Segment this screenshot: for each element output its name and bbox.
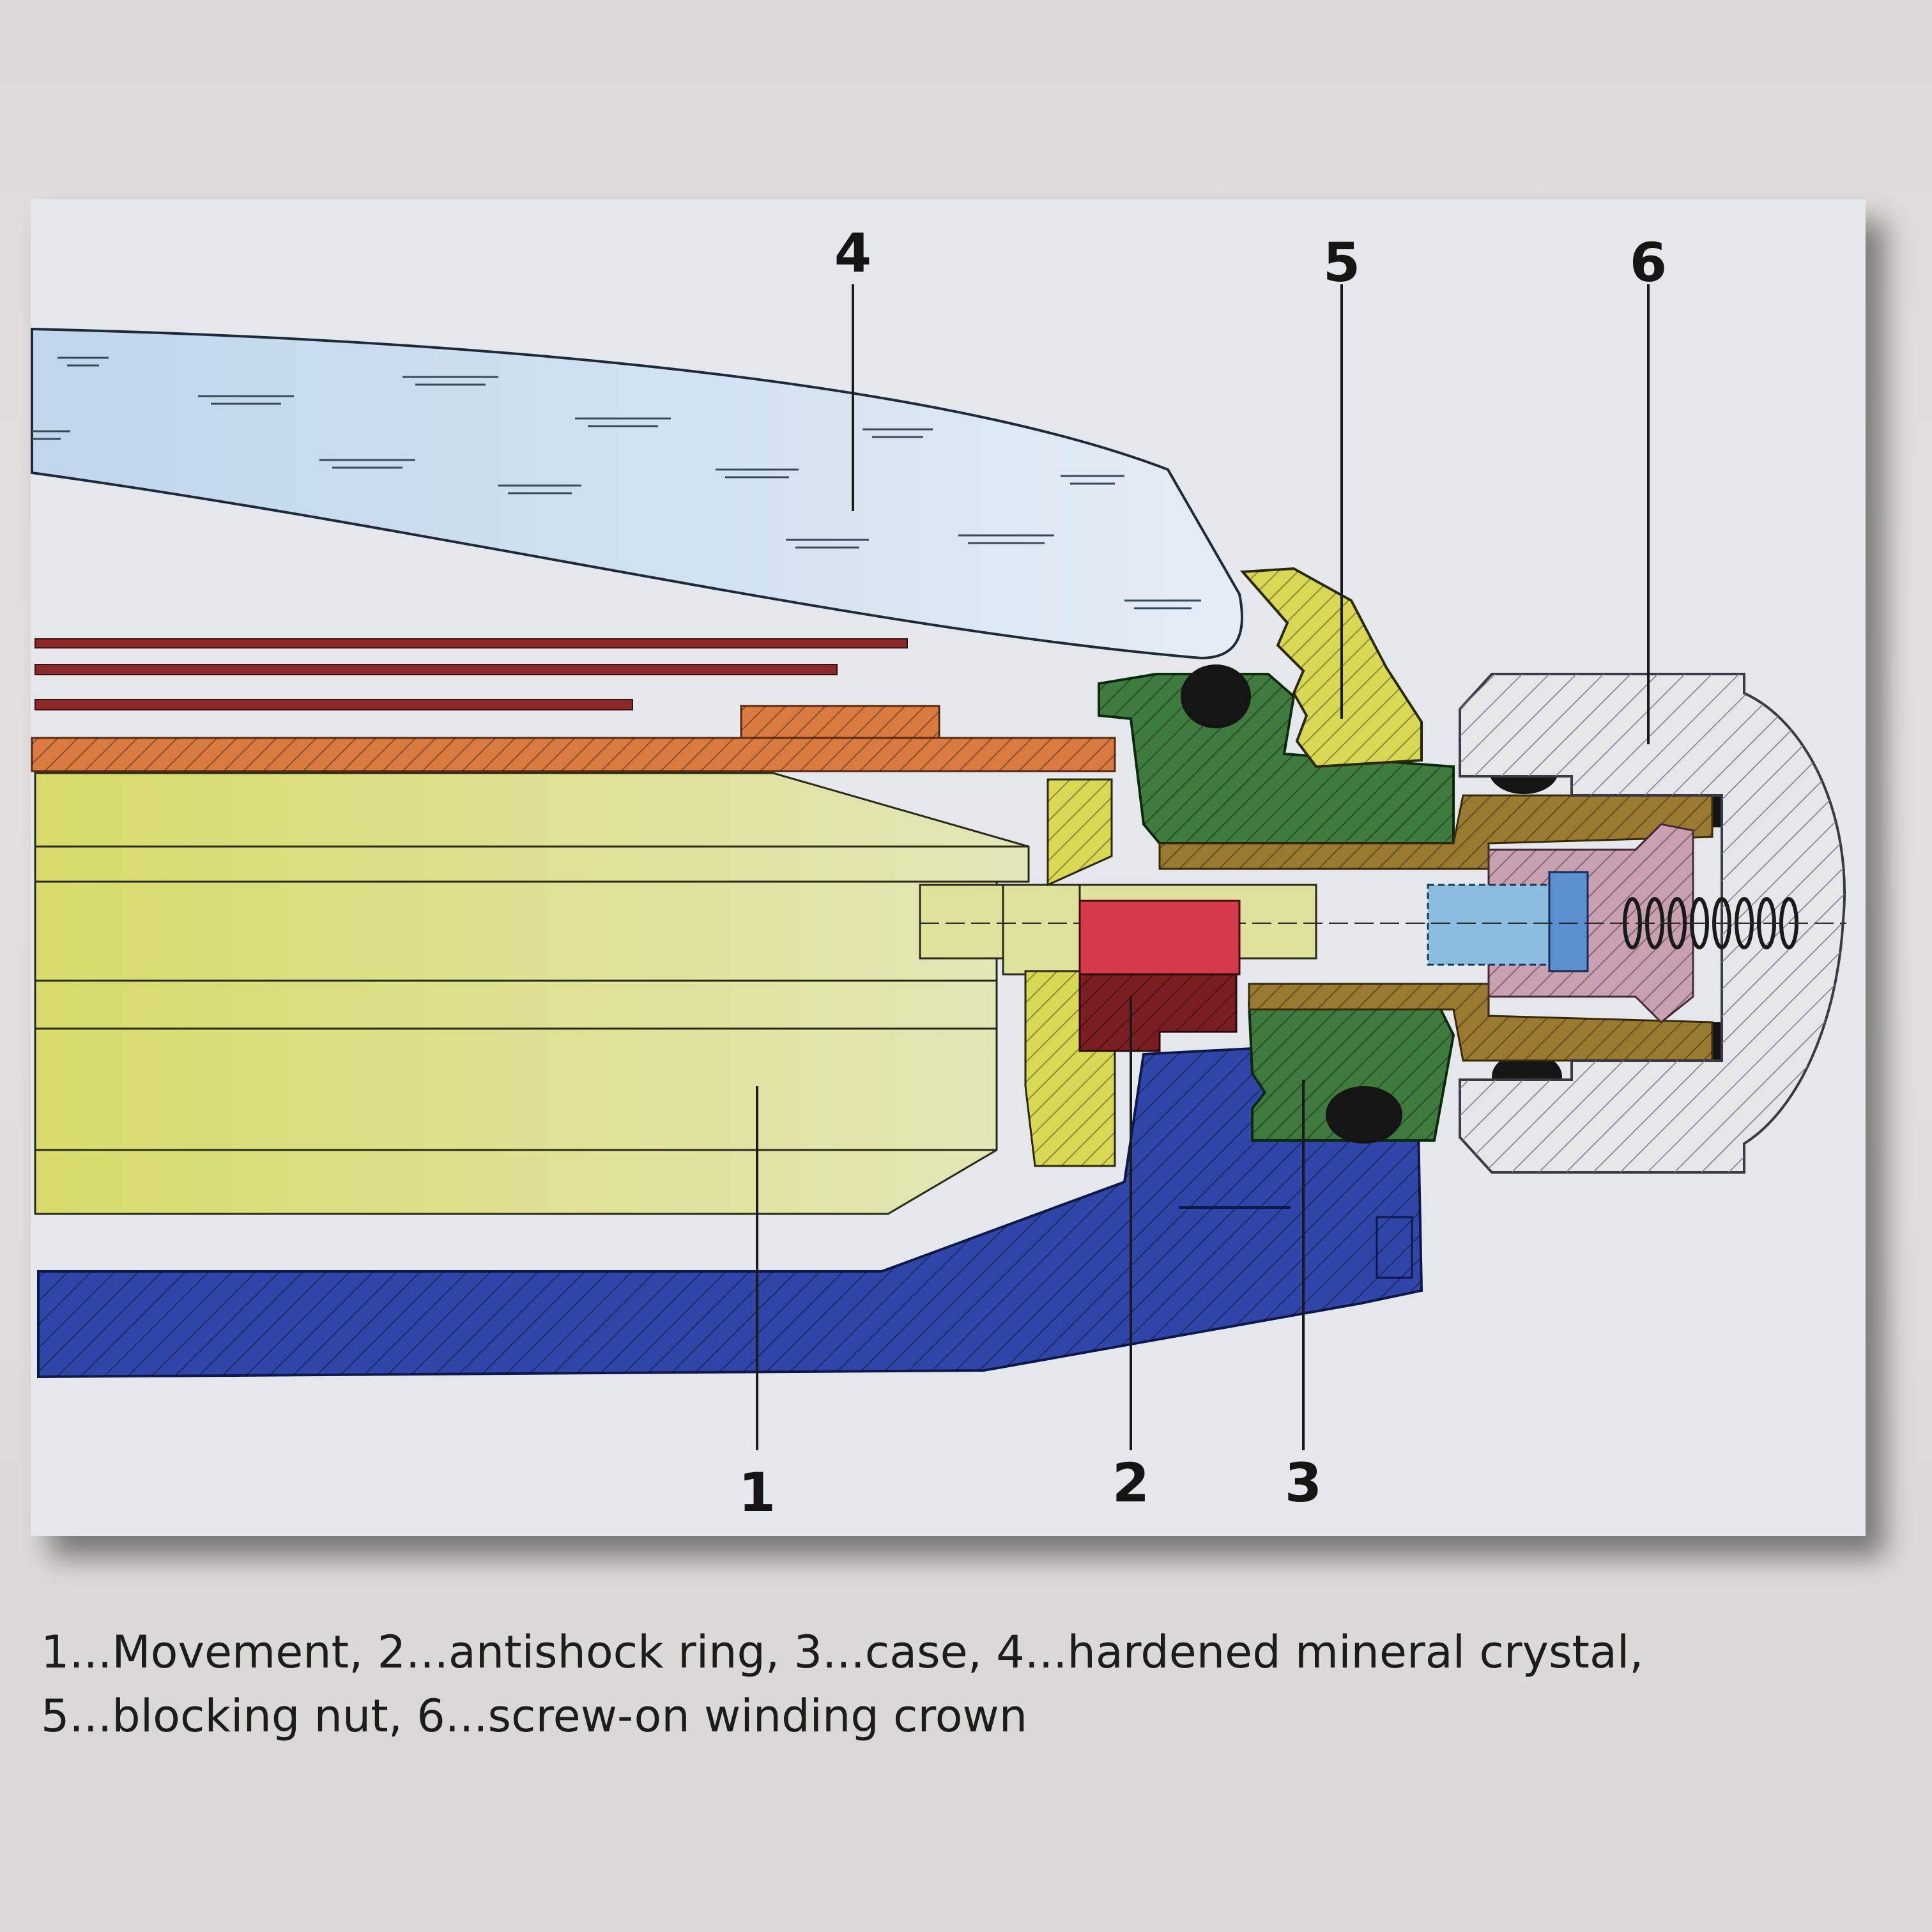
callout-1: 1 <box>739 1461 776 1524</box>
case-notch <box>1376 1216 1413 1279</box>
callout-5: 5 <box>1323 231 1360 294</box>
movement-layer-lines <box>35 845 1029 1151</box>
antishock-ring-part <box>1078 900 1241 976</box>
callout-2: 2 <box>1112 1452 1149 1514</box>
caption-line-1: 1...Movement, 2...antishock ring, 3...ca… <box>41 1626 1644 1678</box>
caption-line-2: 5...blocking nut, 6...screw-on winding c… <box>41 1690 1028 1742</box>
crown-spring-housing <box>1548 871 1589 972</box>
stem-tip <box>1002 884 1081 976</box>
watch-hands <box>34 638 908 710</box>
callout-3: 3 <box>1285 1452 1322 1514</box>
stem-sleeve <box>1427 884 1551 966</box>
movement-part <box>34 772 1030 1215</box>
callout-4: 4 <box>834 222 871 284</box>
callout-6: 6 <box>1630 231 1667 294</box>
callout-leader-lines <box>756 284 1650 1450</box>
crystal-surface-marks <box>32 356 1201 610</box>
crystal-part <box>31 327 1243 660</box>
